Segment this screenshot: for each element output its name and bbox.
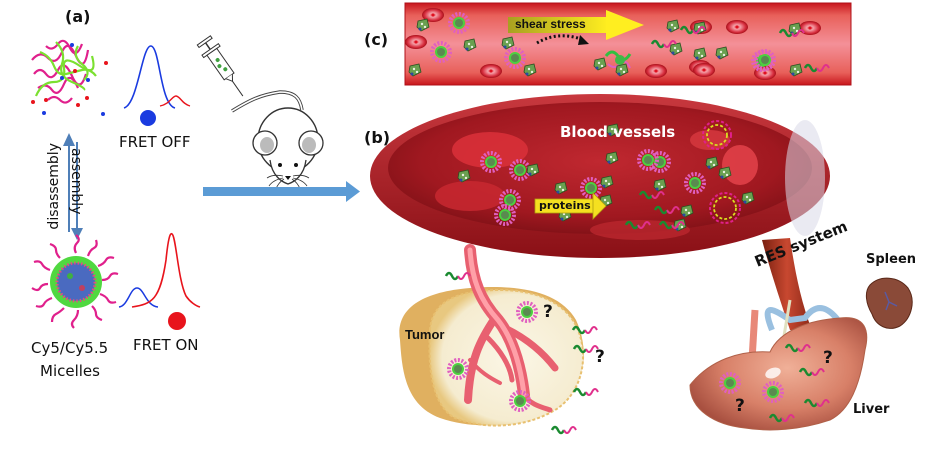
panel-c-label: (c) xyxy=(364,30,389,49)
liver-illustration xyxy=(689,299,868,431)
liver-label: Liver xyxy=(853,402,890,417)
assembled-micelle-icon xyxy=(31,234,119,329)
acceptor-dot-icon xyxy=(168,312,186,330)
question-mark-liver-1: ? xyxy=(823,348,833,368)
spleen-label: Spleen xyxy=(866,252,917,267)
panel-b-label: (b) xyxy=(364,128,391,147)
blood-vessels-label: Blood vessels xyxy=(560,123,676,141)
syringe-icon xyxy=(196,35,244,97)
blood-vessel-cross-section xyxy=(370,94,830,258)
disassembled-micelle-icon xyxy=(27,35,108,116)
shear-stress-label: shear stress xyxy=(515,17,586,31)
transition-arrow-icon xyxy=(203,181,360,202)
fret-on-label: FRET ON xyxy=(133,336,199,354)
fret-off-spectrum xyxy=(123,45,191,126)
spleen-illustration xyxy=(865,277,913,329)
res-artery xyxy=(762,238,812,330)
panel-a-label: (a) xyxy=(65,7,91,26)
proteins-label: proteins xyxy=(539,199,591,212)
blood-vessel-strip xyxy=(404,2,852,86)
donor-dot-icon xyxy=(140,110,156,126)
micelle-caption-line2: Micelles xyxy=(40,362,100,380)
proteins-arrow xyxy=(534,192,607,220)
question-mark-liver-2: ? xyxy=(735,396,745,416)
fret-off-label: FRET OFF xyxy=(119,133,191,151)
assembly-arrows xyxy=(63,133,83,240)
fret-on-spectrum xyxy=(118,232,201,330)
micelle-caption-line1: Cy5/Cy5.5 xyxy=(31,339,109,357)
disassembly-label: disassembly xyxy=(46,143,62,230)
tumor-illustration xyxy=(399,244,600,435)
mouse-icon xyxy=(231,90,324,190)
tumor-label: Tumor xyxy=(405,327,445,342)
shear-stress-arrow xyxy=(508,10,644,45)
question-mark-tumor-2: ? xyxy=(595,347,605,367)
question-mark-tumor-1: ? xyxy=(543,302,553,322)
assembly-label: assembly xyxy=(68,148,84,215)
